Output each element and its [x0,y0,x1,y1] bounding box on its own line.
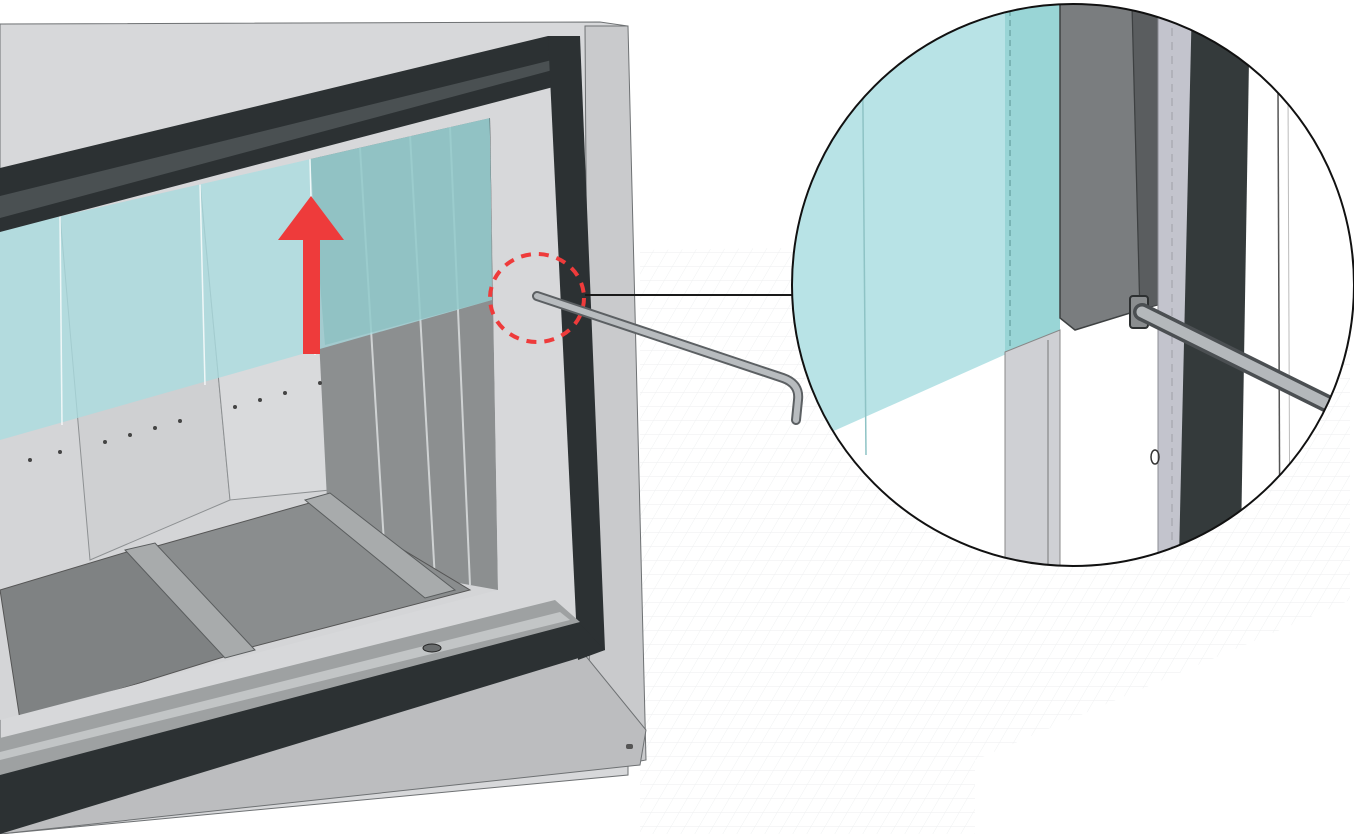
detail-frame-column [1178,4,1250,566]
firebox-interior [0,118,498,720]
floor-rail [124,542,256,659]
lift-direction-arrow [278,196,344,354]
cabinet-screw [626,744,633,749]
detail-loupe [791,3,1354,567]
detail-bracket [1059,4,1141,331]
door-frame [0,36,605,834]
air-holes [28,381,322,462]
glass-pane [0,118,492,440]
frame-right [548,36,605,660]
highlight-marker [488,252,586,344]
frame-bottom [0,622,605,834]
floor-rail [303,492,457,599]
